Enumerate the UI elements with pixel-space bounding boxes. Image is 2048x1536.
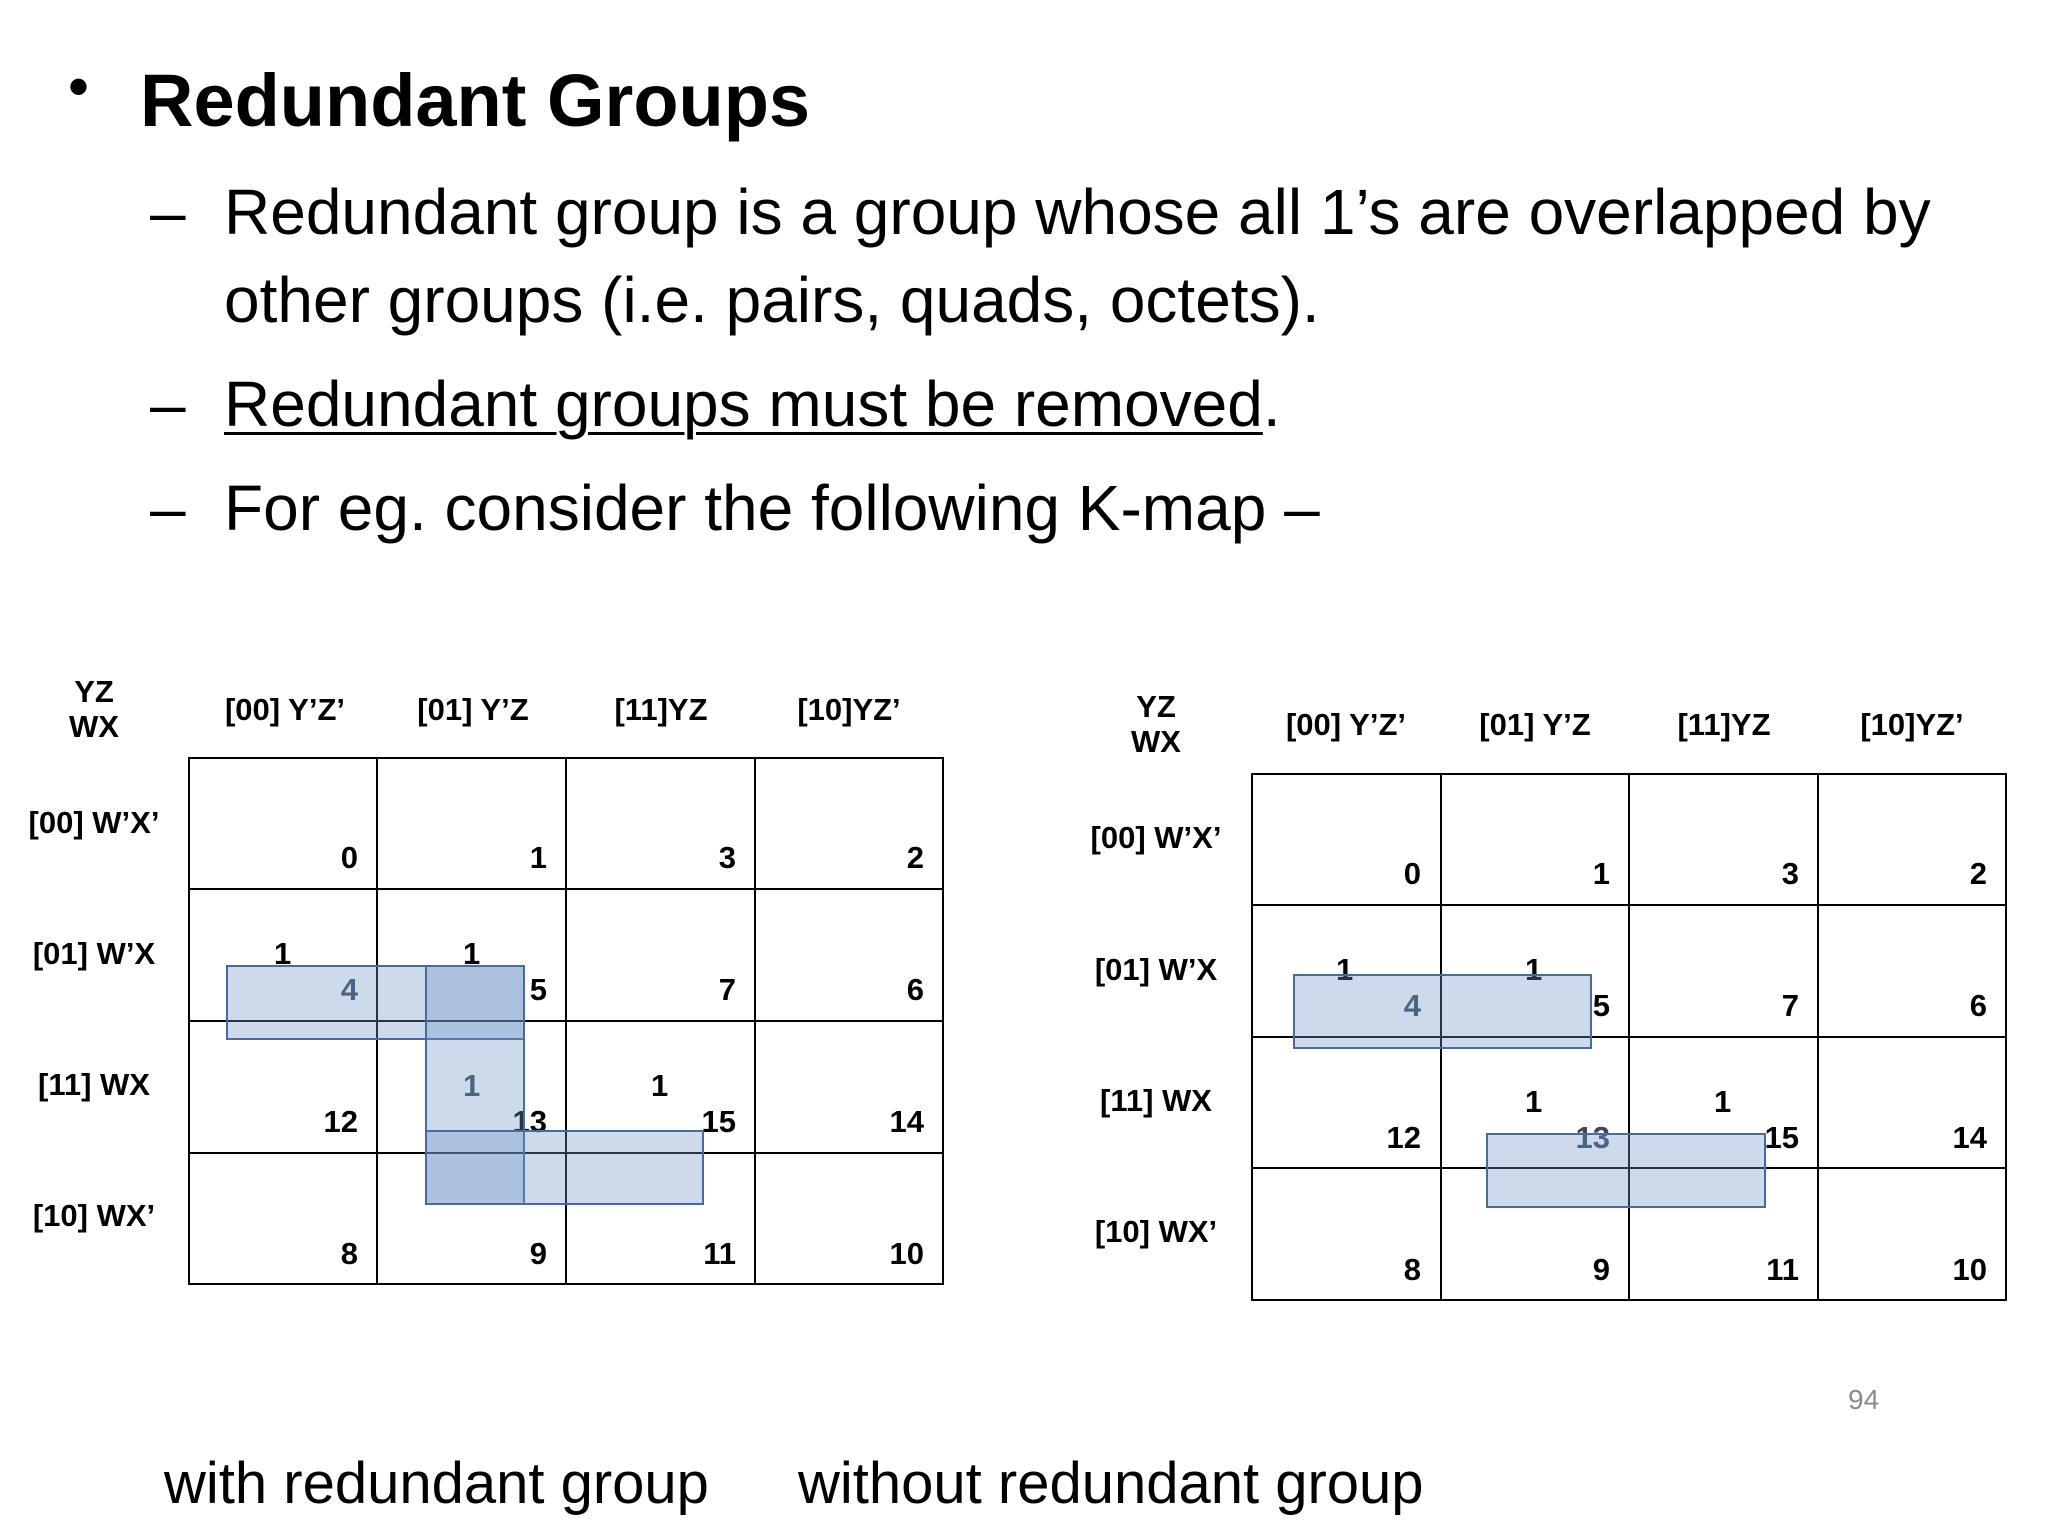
kmap-right-col-header-2: [11]YZ: [1677, 707, 1771, 742]
kmap-left-row-header-0: [00] W’X’: [28, 805, 160, 840]
kmap-left-corner-top: YZ: [74, 674, 114, 709]
cell-index: 9: [1592, 1252, 1610, 1287]
dash-2: –: [150, 368, 186, 440]
point-2-underlined: Redundant groups must be removed: [224, 368, 1263, 440]
kmap-right-corner-bottom: WX: [1131, 724, 1181, 759]
group-pair-5-13-redundant: [425, 965, 525, 1205]
cell-index: 2: [1969, 856, 1987, 891]
cell-index: 5: [1592, 988, 1610, 1023]
dash-3: –: [150, 472, 186, 544]
cell-index: 10: [889, 1236, 924, 1271]
cell-index: 14: [889, 1104, 924, 1139]
point-1-line-1: Redundant group is a group whose all 1’s…: [224, 176, 1931, 248]
kmap-right-row-header-0: [00] W’X’: [1090, 820, 1222, 855]
cell-index: 13: [512, 1104, 547, 1139]
cell-index: 4: [1403, 988, 1421, 1023]
kmap-left-hline: [188, 1152, 944, 1154]
point-1-line-2: other groups (i.e. pairs, quads, octets)…: [224, 264, 1320, 336]
cell-index: 3: [718, 840, 736, 875]
cell-index: 10: [1952, 1252, 1987, 1287]
cell-index: 9: [529, 1236, 547, 1271]
cell-index: 12: [1386, 1120, 1421, 1155]
group-pair-4-5: [1293, 974, 1592, 1049]
cell-index: 6: [1969, 988, 1987, 1023]
kmap-right-col-header-1: [01] Y’Z: [1479, 707, 1591, 742]
kmap-right-row-header-1: [01] W’X: [1094, 952, 1218, 987]
kmap-left-col-header-0: [00] Y’Z’: [224, 692, 346, 727]
cell-index: 0: [1403, 856, 1421, 891]
kmap-left-row-header-1: [01] W’X: [32, 936, 156, 971]
cell-index: 11: [703, 1236, 736, 1271]
kmap-right-row-header-2: [11] WX: [1100, 1083, 1212, 1118]
page-number: 94: [1848, 1384, 1880, 1415]
dash-1: –: [150, 176, 186, 248]
cell-index: 8: [1403, 1252, 1421, 1287]
kmap-right-hline: [1251, 1036, 2007, 1038]
cell-index: 12: [323, 1104, 358, 1139]
cell-one: 1: [1525, 952, 1543, 987]
cell-index: 8: [340, 1236, 358, 1271]
title-bullet: •: [68, 53, 90, 120]
kmap-left-row-header-3: [10] WX’: [32, 1198, 156, 1233]
cell-one: 1: [1525, 1084, 1543, 1119]
cell-one: 1: [463, 936, 481, 971]
kmap-left-hline: [188, 1020, 944, 1022]
point-3: For eg. consider the following K-map –: [224, 472, 1320, 544]
group-pair-4-5: [226, 965, 525, 1040]
cell-index: 7: [718, 972, 736, 1007]
slide-title: Redundant Groups: [140, 59, 811, 142]
kmap-right-hline: [1251, 1167, 2007, 1169]
point-2-tail: .: [1262, 368, 1281, 440]
kmap-right-row-header-3: [10] WX’: [1094, 1214, 1218, 1249]
cell-index: 15: [701, 1104, 736, 1139]
group-pair-13-15: [425, 1130, 704, 1205]
caption-with-redundant: with redundant group: [164, 1451, 709, 1516]
kmap-right-hline: [1251, 904, 2007, 906]
cell-index: 3: [1781, 856, 1799, 891]
cell-one: 1: [651, 1068, 669, 1103]
cell-index: 5: [529, 972, 547, 1007]
point-2: Redundant groups must be removed.: [224, 372, 1281, 436]
kmap-right-col-header-3: [10]YZ’: [1860, 707, 1964, 742]
cell-index: 11: [1766, 1252, 1799, 1287]
cell-one: 1: [1336, 952, 1354, 987]
cell-index: 15: [1764, 1120, 1799, 1155]
cell-index: 6: [906, 972, 924, 1007]
cell-one: 1: [1714, 1084, 1732, 1119]
kmap-right-corner-top: YZ: [1136, 689, 1176, 724]
cell-one: 1: [463, 1068, 481, 1103]
caption-without-redundant: without redundant group: [798, 1451, 1424, 1516]
kmap-left-hline: [188, 888, 944, 890]
kmap-left-col-header-3: [10]YZ’: [797, 692, 901, 727]
kmap-left-col-header-1: [01] Y’Z: [417, 692, 529, 727]
cell-one: 1: [274, 936, 292, 971]
cell-index: 14: [1952, 1120, 1987, 1155]
cell-index: 7: [1781, 988, 1799, 1023]
group-pair-13-15: [1486, 1133, 1766, 1208]
cell-index: 13: [1575, 1120, 1610, 1155]
cell-index: 0: [340, 840, 358, 875]
cell-index: 1: [1592, 856, 1610, 891]
kmap-left-corner-bottom: WX: [69, 709, 119, 744]
kmap-left-col-header-2: [11]YZ: [614, 692, 708, 727]
cell-index: 2: [906, 840, 924, 875]
kmap-right-col-header-0: [00] Y’Z’: [1285, 707, 1407, 742]
kmap-left-row-header-2: [11] WX: [38, 1067, 150, 1102]
cell-index: 4: [340, 972, 358, 1007]
cell-index: 1: [529, 840, 547, 875]
